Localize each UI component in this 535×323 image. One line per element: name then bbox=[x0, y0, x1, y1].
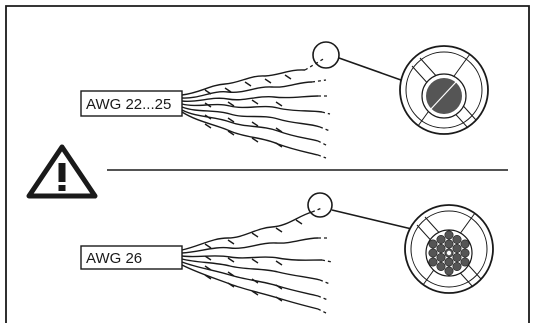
wire bbox=[181, 237, 319, 254]
wire-end bbox=[317, 308, 327, 314]
solid-core-cross-section-icon bbox=[399, 45, 489, 135]
bottom-detail-marker bbox=[307, 192, 333, 218]
top-detail-marker bbox=[312, 41, 340, 69]
wire-end bbox=[317, 140, 329, 147]
wire bbox=[181, 264, 319, 310]
wire bbox=[181, 211, 313, 251]
top-wire-bundle bbox=[181, 69, 323, 156]
wire bbox=[181, 109, 319, 142]
wire-twist bbox=[204, 274, 283, 302]
wire-twist bbox=[204, 219, 303, 249]
wire-end bbox=[319, 279, 331, 285]
wire-twist bbox=[204, 255, 283, 266]
wire bbox=[181, 103, 323, 113]
wire-end bbox=[311, 207, 323, 213]
bottom-awg-label: AWG 26 bbox=[86, 250, 142, 267]
wire-twist bbox=[204, 99, 283, 108]
bottom-wire-ends bbox=[311, 207, 333, 314]
wire-end bbox=[317, 154, 327, 159]
wire-twist bbox=[204, 123, 283, 148]
wire-end bbox=[319, 126, 331, 132]
wire bbox=[181, 258, 321, 281]
wire-end bbox=[321, 259, 333, 263]
wire bbox=[181, 111, 319, 156]
wire bbox=[181, 95, 319, 103]
wire-twist bbox=[204, 265, 283, 290]
wire-end bbox=[311, 79, 327, 83]
wire bbox=[181, 81, 313, 99]
top-label-box bbox=[80, 90, 183, 117]
stranded-core-cross-section-icon bbox=[404, 204, 494, 294]
top-wire-group: AWG 22...25 bbox=[80, 41, 489, 159]
wire-end bbox=[304, 57, 326, 71]
wire-twist bbox=[204, 114, 283, 133]
bottom-label-box bbox=[80, 245, 183, 270]
bottom-wire-bundle bbox=[181, 211, 323, 310]
bottom-wire-group: AWG 26 bbox=[80, 192, 494, 314]
top-awg-label: AWG 22...25 bbox=[86, 96, 171, 113]
warning-triangle-icon bbox=[26, 144, 98, 199]
wire bbox=[181, 69, 306, 96]
wire-end bbox=[317, 295, 329, 301]
wire bbox=[181, 106, 321, 128]
wire-twist bbox=[204, 74, 292, 95]
wire-end bbox=[321, 111, 331, 115]
frame bbox=[5, 5, 530, 323]
bottom-leader-line bbox=[331, 209, 417, 231]
top-wire-ends bbox=[304, 57, 331, 159]
